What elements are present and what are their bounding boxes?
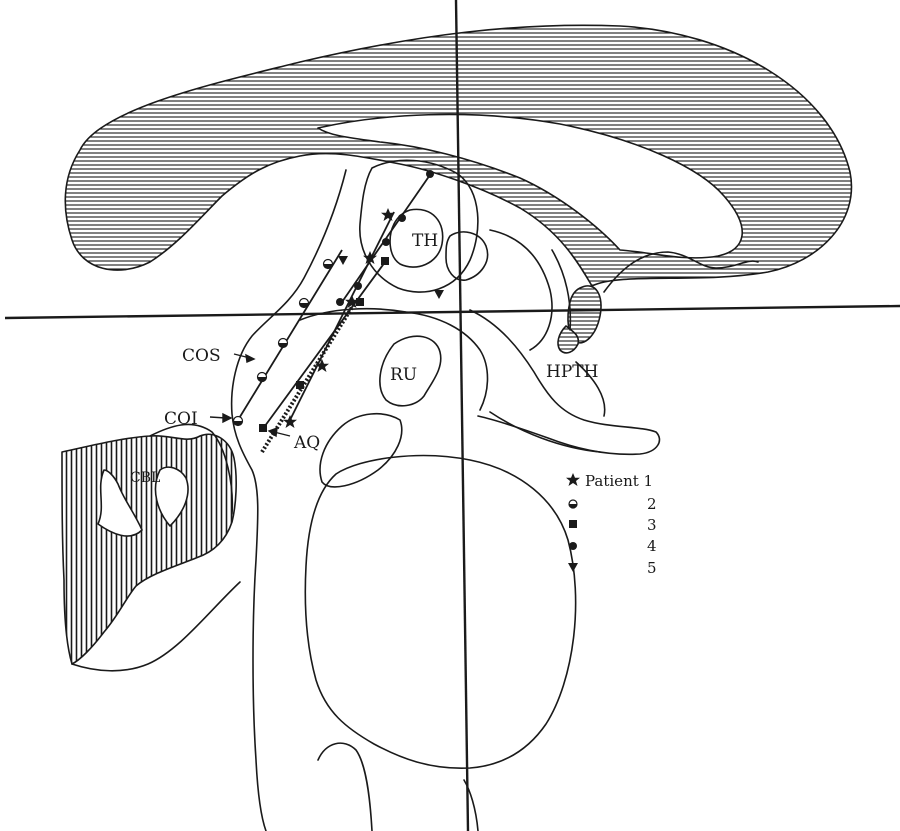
square-icon: [381, 257, 389, 265]
square-icon: [569, 520, 577, 528]
thalamic-nucleus: [446, 232, 488, 280]
pontine-base: [305, 456, 575, 769]
upper-tegmentum: [300, 309, 488, 410]
medulla-lower: [318, 743, 372, 831]
cerebral-peduncle: [320, 414, 402, 487]
label-hpth: HPTH: [546, 362, 598, 382]
dot-icon: [382, 238, 390, 246]
legend-label: 3: [647, 516, 657, 534]
label-aq: AQ: [293, 433, 320, 453]
star-icon: [566, 473, 580, 486]
legend-item-patient-1: Patient 1: [566, 472, 653, 490]
triangle-down-icon: [568, 563, 578, 572]
half-circle-icon: [234, 417, 243, 426]
legend-item-patient-3: 3: [569, 516, 657, 534]
legend-label: 2: [647, 495, 657, 513]
dot-icon: [336, 298, 344, 306]
medulla-lower-right: [464, 780, 478, 831]
dot-icon: [354, 282, 362, 290]
triangle-down-icon: [434, 290, 444, 299]
legend-label: 5: [647, 559, 657, 577]
brainstem-outline: [232, 170, 346, 831]
legend-item-patient-5: 5: [568, 559, 657, 577]
half-circle-icon: [300, 299, 309, 308]
label-th: TH: [412, 231, 438, 251]
legend-item-patient-2: 2: [569, 495, 657, 513]
dot-icon: [426, 170, 434, 178]
vertical-reference-axis: [456, 0, 468, 831]
half-circle-icon: [569, 500, 577, 508]
square-icon: [296, 381, 304, 389]
legend-label: Patient 1: [585, 472, 653, 490]
label-coi: COI: [164, 409, 198, 429]
label-cbl: CBL: [130, 470, 160, 486]
label-ru: RU: [390, 365, 417, 385]
square-icon: [356, 298, 364, 306]
triangle-down-icon: [338, 256, 348, 265]
square-icon: [259, 424, 267, 432]
dot-icon: [398, 214, 406, 222]
half-circle-icon: [324, 260, 333, 269]
half-circle-icon: [279, 339, 288, 348]
cerebellum: [62, 434, 236, 664]
legend-item-patient-4: 4: [569, 537, 657, 555]
label-cos: COS: [182, 346, 221, 366]
legend: Patient 1 2 3 4 5: [566, 472, 657, 577]
dot-icon: [569, 542, 577, 550]
third-ventricle-outline: [490, 230, 552, 350]
horizontal-reference-axis: [5, 306, 900, 318]
legend-label: 4: [647, 537, 657, 555]
half-circle-icon: [258, 373, 267, 382]
lower-hpth-contour: [490, 412, 600, 452]
